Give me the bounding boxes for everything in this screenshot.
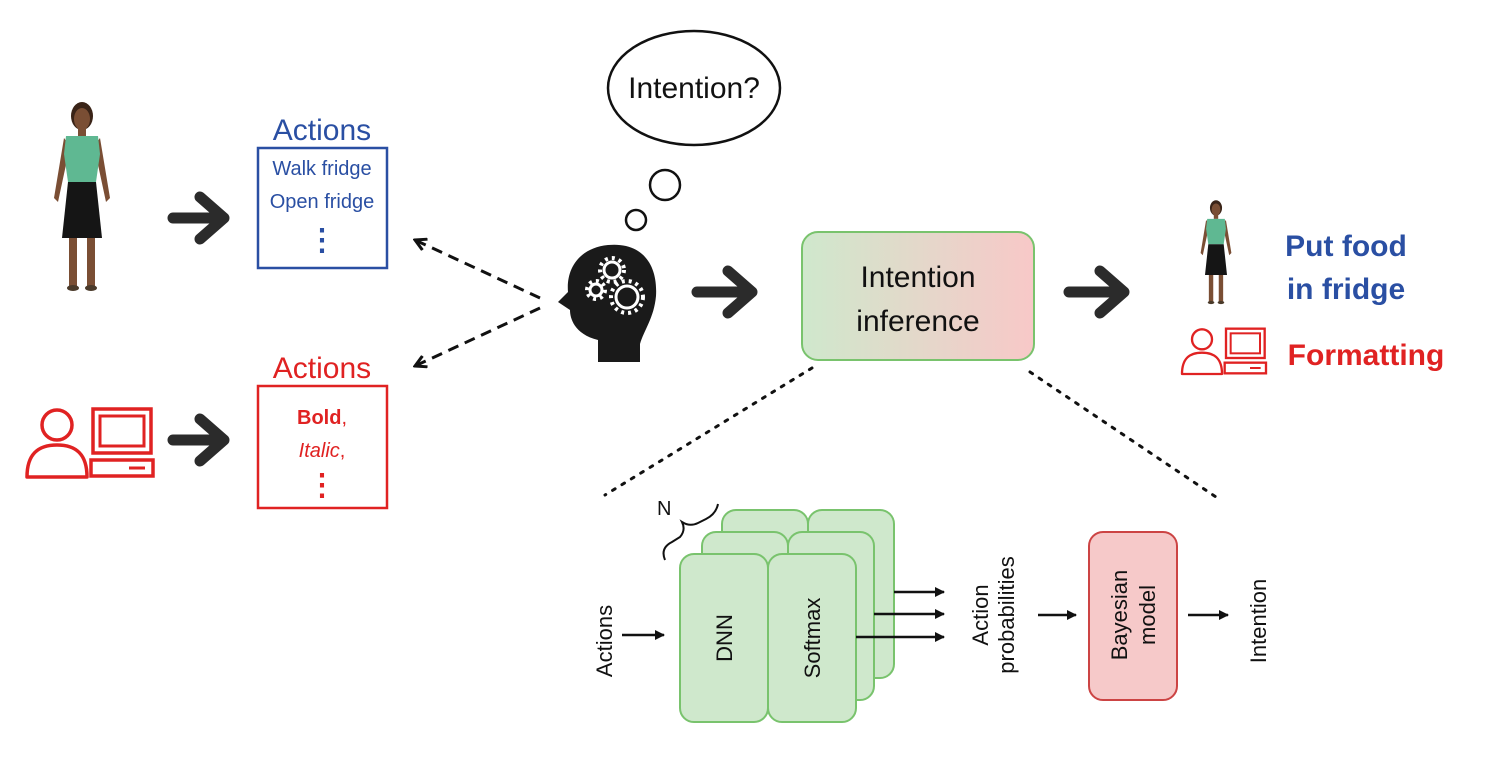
thought-bubble-label: Intention? <box>628 72 760 105</box>
human-actions-box <box>256 146 389 270</box>
woman-avatar-icon <box>54 102 110 291</box>
intention-output-label: Intention <box>1246 579 1271 663</box>
human-actions-title: Actions <box>273 114 371 147</box>
human-to-actions-arrow <box>167 191 230 245</box>
bayesian-model-label-line1: Bayesian <box>1107 570 1132 661</box>
observe-human-arrow <box>415 240 541 300</box>
user-computer-small-icon <box>1180 327 1268 376</box>
human-action-item: Walk fridge <box>272 158 371 180</box>
computer-actions-box <box>256 384 389 510</box>
human-intention-output-line1: Put food <box>1285 230 1407 263</box>
intention-inference-label-line2: inference <box>856 305 979 338</box>
bayesian-model-block <box>1088 531 1178 701</box>
thought-dot-large <box>648 168 682 202</box>
computer-action-item: Bold, <box>297 407 347 429</box>
human-intention-output-line2: in fridge <box>1287 273 1405 306</box>
human-actions-ellipsis: ⋮ <box>307 224 337 257</box>
computer-actions-title: Actions <box>273 352 371 385</box>
computer-actions-ellipsis: ⋮ <box>307 469 337 502</box>
model-input-label: Actions <box>592 605 617 677</box>
observe-computer-arrow <box>415 306 541 366</box>
woman-avatar-small-icon <box>1200 200 1232 305</box>
zoom-line-left <box>603 366 814 497</box>
thought-bubble <box>606 29 782 147</box>
action-probabilities-label-line2: probabilities <box>994 556 1019 673</box>
inference-to-output-arrow <box>1063 265 1130 319</box>
computer-action-item: Italic, <box>299 440 346 462</box>
softmax-label: Softmax <box>800 598 825 679</box>
bayesian-model-label-line2: model <box>1135 585 1160 645</box>
intention-inference-label-line1: Intention <box>860 261 975 294</box>
head-to-inference-arrow <box>691 265 758 319</box>
thought-dot-small <box>624 208 648 232</box>
computer-intention-output: Formatting <box>1288 339 1445 372</box>
intention-inference-box <box>801 231 1035 361</box>
human-action-item: Open fridge <box>270 191 375 213</box>
action-probabilities-label-line1: Action <box>968 584 993 645</box>
computer-to-actions-arrow <box>167 413 230 467</box>
thinking-head-icon <box>558 244 657 362</box>
user-computer-icon <box>25 407 155 479</box>
dnn-label: DNN <box>712 614 737 662</box>
repeat-count-label: N <box>657 498 671 520</box>
zoom-line-right <box>1028 370 1218 499</box>
repeat-brace <box>662 503 719 561</box>
